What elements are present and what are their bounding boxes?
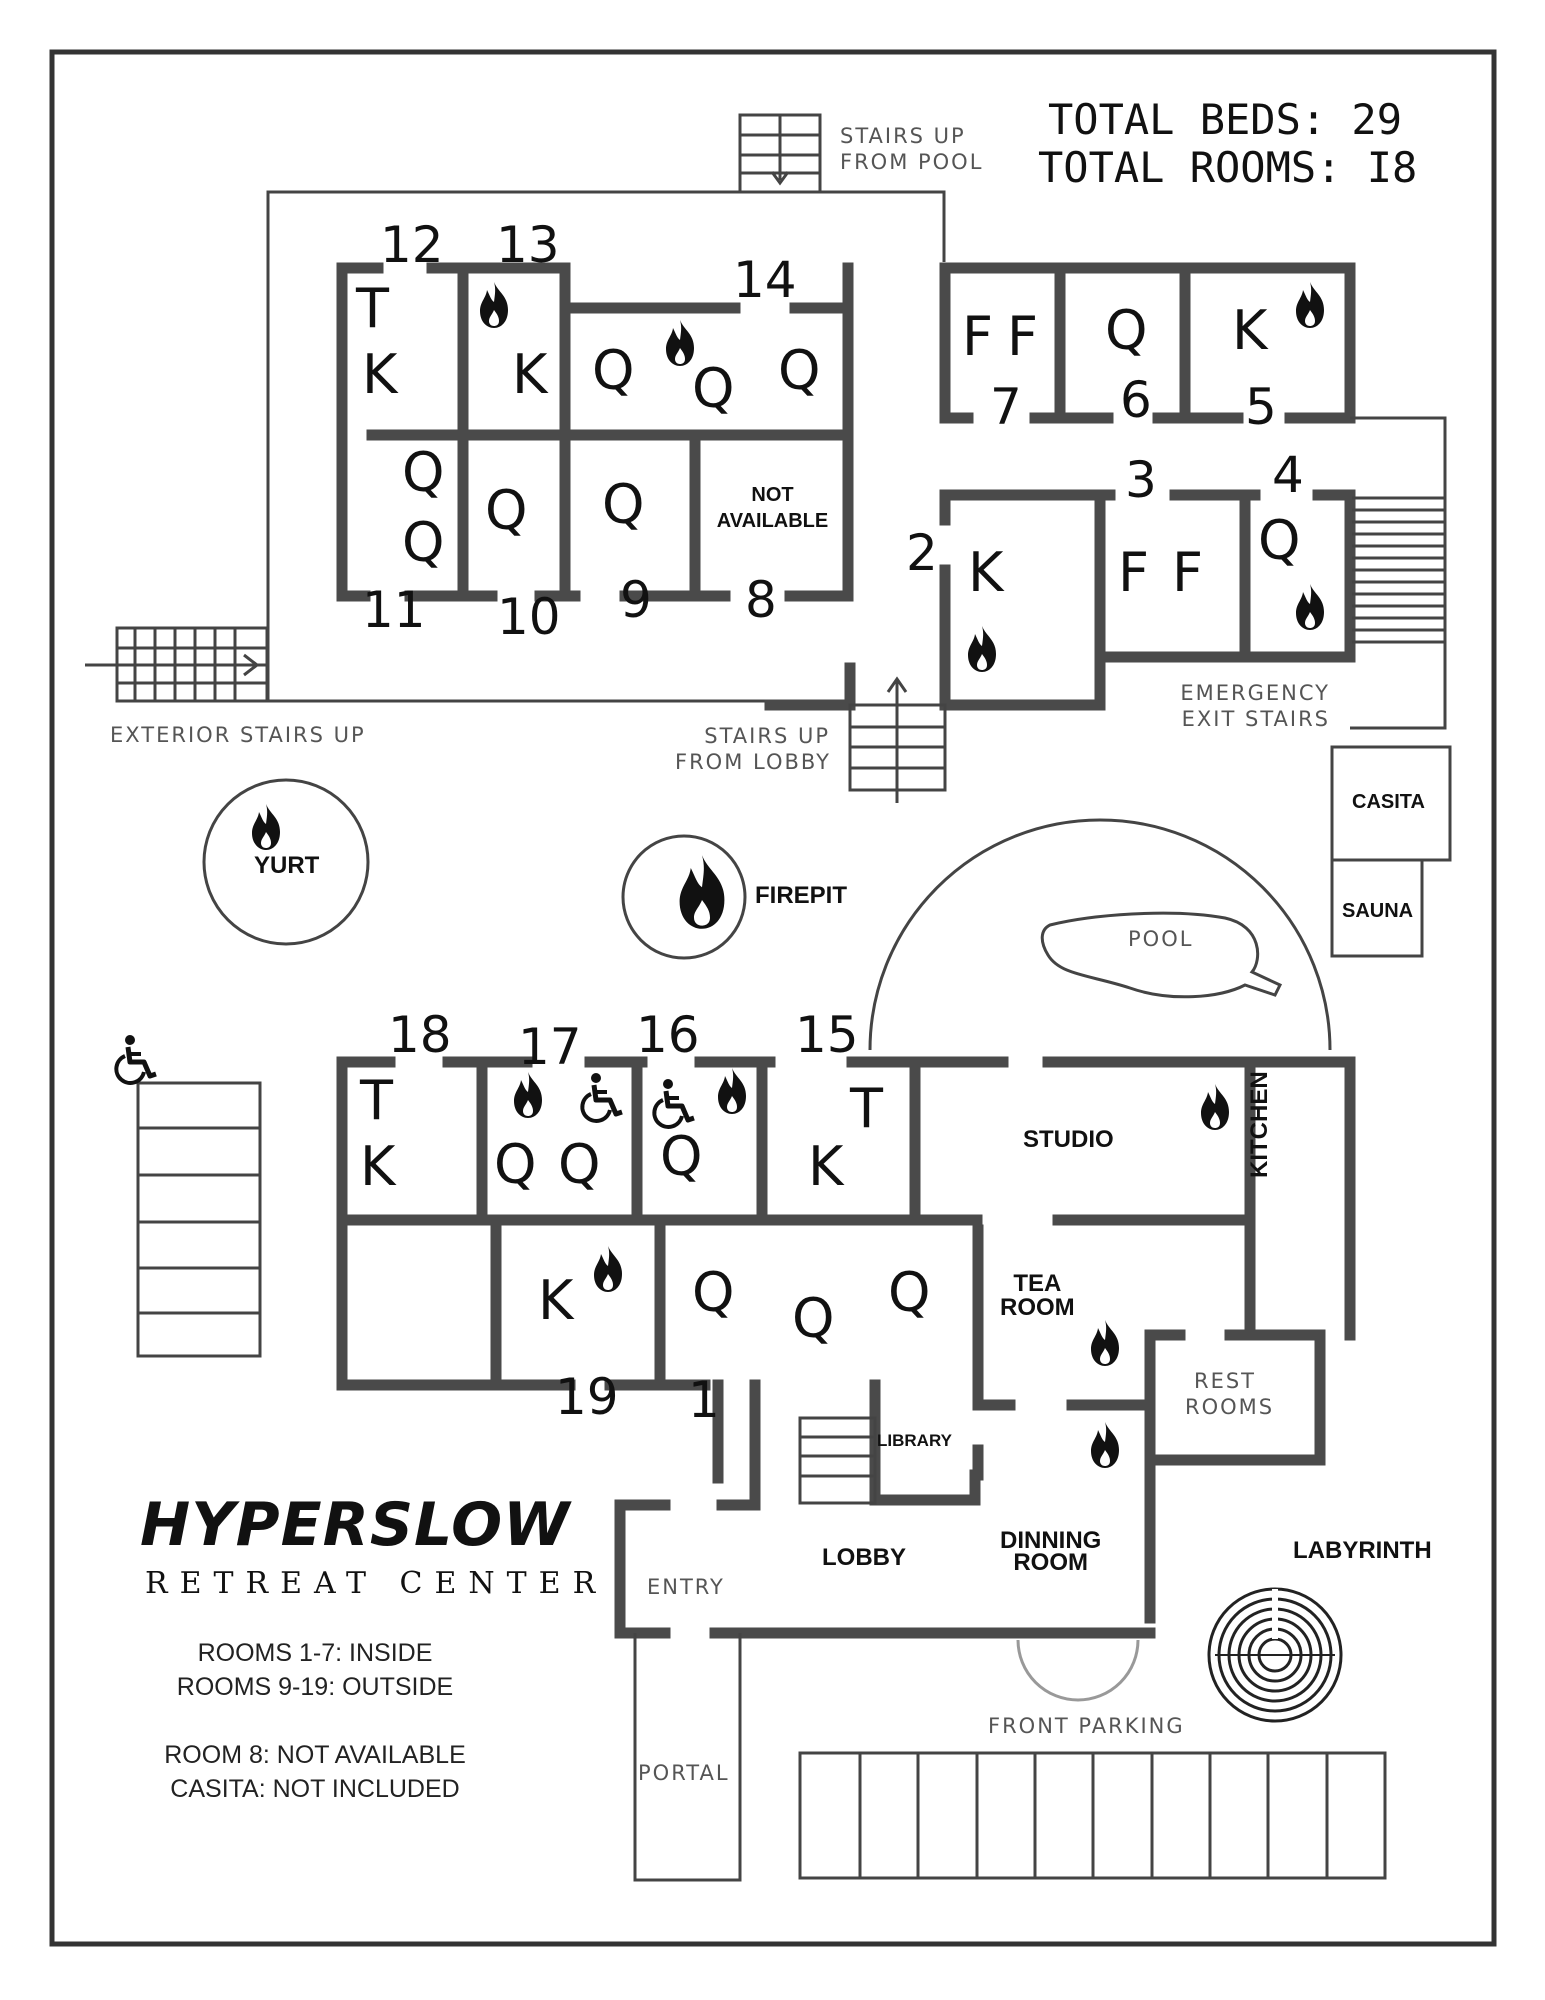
lobby-label: LOBBY — [822, 1544, 906, 1571]
library-label: LIBRARY — [877, 1431, 952, 1450]
room-number-15: 15 — [795, 1006, 859, 1064]
bed-letter: K — [538, 1269, 574, 1332]
room-number-11: 11 — [362, 581, 426, 639]
fireplace-icon — [1085, 1318, 1125, 1368]
bed-letter: Q — [692, 1261, 735, 1324]
exterior-stairs-label: EXTERIOR STAIRS UP — [110, 723, 366, 747]
wheelchair-icon — [110, 1034, 162, 1086]
bed-letter: Q — [592, 339, 635, 402]
labyrinth-icon — [1207, 1587, 1343, 1723]
bed-letter: K — [360, 1135, 396, 1198]
fireplace-icon — [712, 1066, 752, 1116]
bed-letter: K — [968, 541, 1004, 604]
sauna-label: SAUNA — [1342, 900, 1414, 922]
bed-letter: T — [850, 1077, 883, 1140]
bed-letter: F — [962, 305, 994, 368]
room-number-2: 2 — [906, 524, 938, 582]
bed-letter: Q — [402, 511, 445, 574]
fireplace-icon — [246, 802, 286, 852]
room-number-19: 19 — [555, 1368, 619, 1426]
wheelchair-icon — [576, 1072, 628, 1124]
firepit-label: FIREPIT — [755, 882, 848, 909]
fireplace-icon — [588, 1244, 628, 1294]
fireplace-icon — [1290, 582, 1330, 632]
stairs-from-lobby — [848, 676, 947, 803]
bed-letter: Q — [888, 1261, 931, 1324]
emergency-exit-stairs — [1350, 416, 1447, 730]
room-number-18: 18 — [388, 1006, 452, 1064]
room-notes: ROOMS 1-7: INSIDE ROOMS 9-19: OUTSIDE RO… — [164, 1639, 466, 1803]
bed-letter: F — [1118, 541, 1150, 604]
room-number-17: 17 — [518, 1018, 582, 1076]
bed-letter: K — [808, 1135, 844, 1198]
bed-letter: T — [356, 277, 389, 340]
bed-letter: K — [512, 343, 548, 406]
bed-letter: Q — [602, 473, 645, 536]
bed-letter: Q — [558, 1133, 601, 1196]
room-number-13: 13 — [496, 216, 560, 274]
total-rooms: TOTAL ROOMS: I8 — [1038, 143, 1418, 192]
firepit-fire-icon — [670, 852, 734, 932]
brand-name: HYPERSLOW — [140, 1490, 571, 1560]
portal-label: PORTAL — [638, 1761, 730, 1785]
bed-letter: F — [1007, 305, 1039, 368]
fireplace-icon — [660, 318, 700, 368]
labyrinth-label: LABYRINTH — [1293, 1537, 1432, 1564]
pool-label: POOL — [1128, 927, 1194, 951]
studio-label: STUDIO — [1023, 1126, 1114, 1153]
casita-label: CASITA — [1352, 791, 1425, 813]
room-number-10: 10 — [497, 588, 561, 646]
room-number-1: 1 — [688, 1371, 720, 1429]
fireplace-icon — [1195, 1082, 1235, 1132]
stairs-from-pool — [738, 113, 822, 194]
bed-letter: Q — [792, 1287, 835, 1350]
room-number-8: 8 — [745, 571, 777, 629]
room-number-3: 3 — [1125, 451, 1157, 509]
fireplace-icon — [508, 1070, 548, 1120]
kitchen-label: KITCHEN — [1246, 1071, 1273, 1178]
room-number-12: 12 — [380, 216, 444, 274]
room-number-16: 16 — [636, 1006, 700, 1064]
yurt-label: YURT — [254, 852, 320, 879]
bed-letter: K — [362, 343, 398, 406]
fireplace-icon — [1085, 1420, 1125, 1470]
exterior-stairs — [85, 626, 269, 703]
room-number-6: 6 — [1120, 371, 1152, 429]
room-number-5: 5 — [1245, 378, 1277, 436]
brand-subtitle: RETREAT CENTER — [145, 1566, 608, 1601]
bed-letter: Q — [692, 357, 735, 420]
fireplace-icon — [962, 624, 1002, 674]
total-beds: TOTAL BEDS: 29 — [1048, 95, 1403, 144]
bed-letter: Q — [494, 1133, 537, 1196]
fireplace-icon — [474, 280, 514, 330]
bed-letter: Q — [778, 339, 821, 402]
front-parking-label: FRONT PARKING — [988, 1714, 1185, 1738]
bed-letter: F — [1172, 541, 1204, 604]
fireplace-icon — [1290, 280, 1330, 330]
bed-letter: K — [1232, 299, 1268, 362]
outdoor-stairs-left — [136, 1081, 262, 1358]
bed-letter: T — [360, 1069, 393, 1132]
wheelchair-icon — [648, 1078, 700, 1130]
bed-letter: Q — [402, 441, 445, 504]
bed-letter: Q — [660, 1125, 703, 1188]
room-number-14: 14 — [733, 251, 797, 309]
room-number-9: 9 — [620, 571, 652, 629]
room-number-7: 7 — [990, 378, 1022, 436]
entry-label: ENTRY — [647, 1575, 725, 1599]
room-number-4: 4 — [1272, 446, 1304, 504]
bed-letter: Q — [485, 479, 528, 542]
bed-letter: Q — [1258, 509, 1301, 572]
bed-letter: Q — [1105, 299, 1148, 362]
front-parking — [798, 1751, 1387, 1880]
